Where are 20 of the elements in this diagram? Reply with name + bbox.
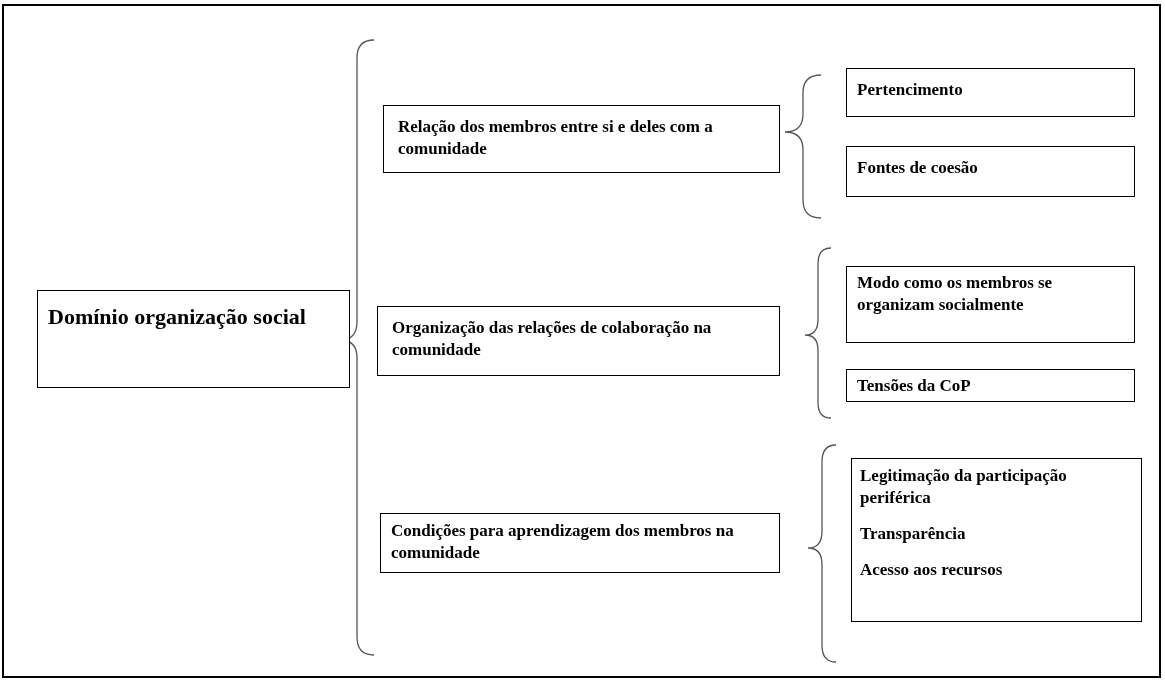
text-box — [846, 68, 1135, 117]
box-text: Domínio organização social — [48, 303, 307, 331]
box-text: Condições para aprendizagem dos membros na comunidade — [391, 520, 735, 565]
box-text: Organização das relações de colaboração na comunidade — [392, 317, 713, 362]
text-box — [383, 105, 780, 173]
text-box — [846, 266, 1135, 343]
text-box — [380, 513, 780, 573]
box-text: Legitimação da participação periférica — [860, 465, 1068, 510]
text-box — [377, 306, 780, 376]
text-box — [846, 146, 1135, 197]
text-box — [37, 290, 350, 388]
box-text: Transparência — [860, 523, 967, 546]
box-text: Acesso aos recursos — [860, 559, 1004, 582]
text-box — [846, 369, 1135, 402]
box-text: Fontes de coesão — [857, 157, 979, 179]
text-box — [851, 458, 1142, 622]
box-text: Tensões da CoP — [857, 375, 972, 397]
box-text: Modo como os membros se organizam socialmente — [857, 272, 1054, 317]
box-text: Pertencimento — [857, 79, 964, 101]
box-text: Relação dos membros entre si e deles com a comunidade — [398, 116, 714, 161]
